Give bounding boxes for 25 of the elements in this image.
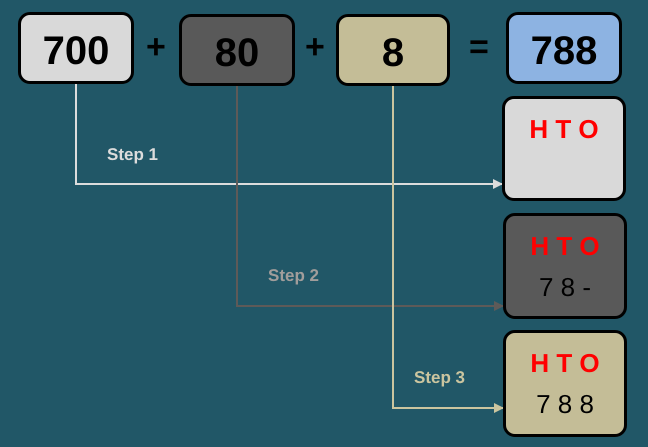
edge-label: Step 3 bbox=[412, 369, 468, 388]
operator-sign: = bbox=[469, 30, 489, 64]
number-box bbox=[506, 12, 622, 84]
place-value-box bbox=[503, 330, 627, 437]
edge-label: Step 1 bbox=[105, 146, 160, 165]
arrow bbox=[75, 84, 503, 189]
arrow bbox=[392, 86, 504, 413]
place-value-box bbox=[502, 96, 626, 201]
arrow bbox=[236, 86, 504, 311]
number-box bbox=[179, 14, 295, 86]
number-box bbox=[336, 14, 450, 86]
place-value-header: H T O bbox=[530, 232, 600, 261]
digit-row: 7 8 - bbox=[538, 272, 592, 302]
number-label: 80 bbox=[214, 31, 260, 75]
operator-sign: + bbox=[305, 30, 325, 64]
number-label: 700 bbox=[42, 29, 110, 73]
place-value-header: H T O bbox=[530, 349, 600, 378]
number-box bbox=[18, 12, 134, 84]
place-value-header: H T O bbox=[529, 115, 599, 144]
number-label: 8 bbox=[382, 31, 404, 75]
edge-label: Step 2 bbox=[266, 267, 322, 286]
operator-sign: + bbox=[146, 30, 166, 64]
digit-row: 7 8 8 bbox=[536, 390, 594, 418]
number-label: 788 bbox=[530, 29, 598, 73]
place-value-box bbox=[503, 213, 627, 319]
